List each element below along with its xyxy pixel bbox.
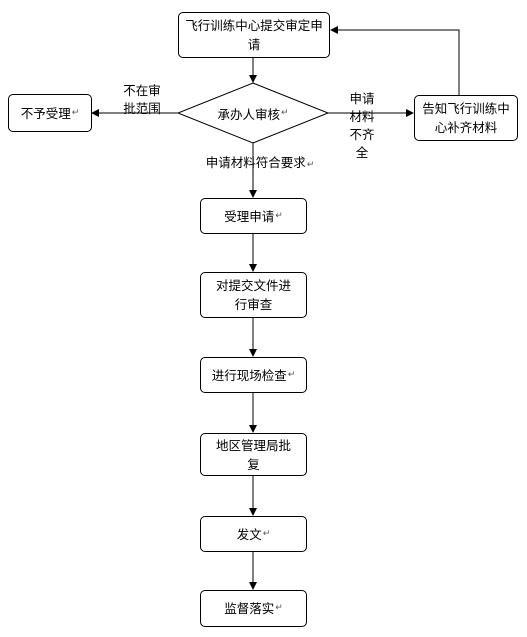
return-mark: ↵ <box>280 108 289 118</box>
node-review: 承办人审核↵ <box>198 103 308 123</box>
node-regional-approval: 地区管理局批复 <box>200 433 307 476</box>
node-supplement-text: 告知飞行训练中心补齐材料 <box>422 101 510 135</box>
node-examine-text: 对提交文件进行审查 <box>215 278 291 312</box>
node-accept-application: 受理申请↵ <box>200 198 307 234</box>
node-issue-document: 发文↵ <box>200 516 307 552</box>
node-submit-text: 飞行训练中心提交审定申请 <box>185 18 323 52</box>
node-reject: 不予受理↵ <box>8 94 92 132</box>
node-site-inspection: 进行现场检查↵ <box>200 357 307 393</box>
node-issue-text: 发文 <box>236 526 262 542</box>
label-meets-text: 申请材料符合要求 <box>205 155 306 170</box>
node-submit-application: 飞行训练中心提交审定申请 <box>178 12 330 58</box>
node-accept-text: 受理申请 <box>224 208 275 224</box>
label-out-of-scope: 不在审批范围 <box>122 82 162 118</box>
node-supplement-materials: 告知飞行训练中心补齐材料 <box>414 95 518 141</box>
node-reject-text: 不予受理 <box>20 105 71 121</box>
node-supervise: 监督落实↵ <box>200 590 307 627</box>
return-mark: ↵ <box>71 107 80 118</box>
node-approve-text: 地区管理局批复 <box>215 437 291 472</box>
return-mark: ↵ <box>287 369 296 380</box>
return-mark: ↵ <box>306 160 315 170</box>
node-supervise-text: 监督落实 <box>224 601 275 616</box>
return-mark: ↵ <box>262 528 271 539</box>
label-meets-requirements: 申请材料符合要求↵ <box>190 154 330 174</box>
label-incomplete-text: 申请材料不齐全 <box>349 91 375 160</box>
arrow-supplement-to-submit <box>330 26 460 95</box>
return-mark: ↵ <box>275 210 283 221</box>
label-out-of-scope-text: 不在审批范围 <box>123 83 161 116</box>
node-inspect-text: 进行现场检查 <box>211 367 287 383</box>
node-examine-documents: 对提交文件进行审查 <box>200 272 307 318</box>
label-incomplete: 申请材料不齐全 <box>348 90 376 162</box>
return-mark: ↵ <box>275 603 283 613</box>
node-review-text: 承办人审核 <box>217 106 280 122</box>
